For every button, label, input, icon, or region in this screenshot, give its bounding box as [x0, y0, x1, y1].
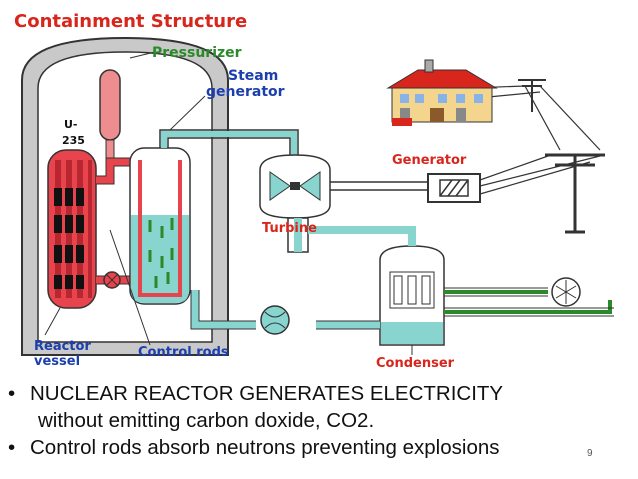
transmission-tower-far [518, 79, 546, 112]
containment-label: Containment Structure [14, 11, 247, 32]
condenser [287, 217, 445, 346]
generator [427, 173, 481, 203]
pressurizer-label: Pressurizer [152, 45, 242, 61]
pointer-lines [44, 51, 413, 355]
steam-generator-label-2: generator [206, 84, 285, 100]
turbine-label: Turbine [262, 221, 317, 236]
power-lines [469, 85, 601, 195]
feedwater-pump [260, 305, 290, 335]
transmission-tower-near [545, 153, 605, 234]
fuel-label-1: U- [64, 118, 78, 131]
fuel-label-2: 235 [62, 134, 85, 147]
steam-generator [129, 147, 191, 305]
bullet-marker: • [8, 436, 16, 459]
control-rods-label: Control rods [138, 345, 229, 360]
reactor-vessel-label-1: Reactor [34, 339, 91, 354]
bullet-2: • Control rods absorb neutrons preventing… [8, 434, 636, 461]
primary-pump [103, 271, 121, 289]
feedwater-loop [191, 226, 416, 329]
turbine [259, 154, 331, 219]
steam-generator-label-1: Steam [228, 68, 278, 84]
bullet-1-line-1: NUCLEAR REACTOR GENERATES ELECTRICITY [30, 382, 504, 405]
condenser-label: Condenser [376, 356, 455, 371]
reactor-vessel-label-2: vessel [34, 354, 80, 369]
house-icon [386, 59, 498, 126]
cooling-pump [551, 277, 581, 307]
control-rods [54, 188, 84, 289]
bullet-1: • NUCLEAR REACTOR GENERATES ELECTRICITY [8, 380, 636, 407]
cooling-loop [444, 290, 612, 314]
bullet-2-text: Control rods absorb neutrons preventing … [30, 436, 500, 459]
steam-line [159, 129, 299, 158]
bullet-marker: • [8, 382, 16, 405]
turbine-shaft [330, 181, 430, 191]
bullet-1-continuation: without emitting carbon doxide, CO2. [38, 409, 375, 432]
bullet-list: • NUCLEAR REACTOR GENERATES ELECTRICITY w… [8, 380, 636, 461]
page-number: 9 [587, 448, 593, 459]
generator-label: Generator [392, 153, 467, 168]
